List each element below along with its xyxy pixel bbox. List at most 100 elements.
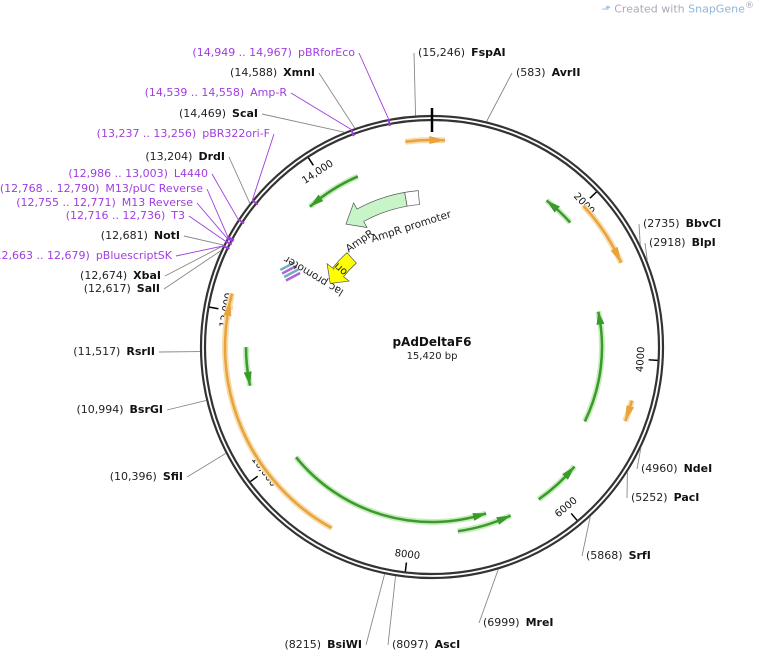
primer-label-amp-r[interactable]: (14,539 .. 14,558)Amp-R — [145, 86, 287, 99]
enzyme-label-asci[interactable]: (8097)AscI — [392, 638, 460, 651]
enzyme-label-noti[interactable]: (12,681)NotI — [101, 229, 180, 242]
enzyme-label-scai[interactable]: (14,469)ScaI — [179, 107, 258, 120]
primer-site-mark — [237, 218, 245, 225]
tick-mark — [648, 359, 658, 362]
enzyme-label-blpi[interactable]: (2918) BlpI — [649, 236, 716, 249]
tick-label: 8000 — [394, 548, 421, 562]
enzyme-label-ndei[interactable]: (4960)NdeI — [641, 462, 712, 475]
leader-line — [186, 452, 227, 478]
orf-arrowhead-icon — [223, 300, 232, 317]
site-position: (11,517) — [73, 345, 121, 358]
site-position: (6999) — [483, 616, 520, 629]
site-name: RsrII — [126, 345, 155, 358]
primer-site-mark — [387, 118, 391, 127]
site-name: T3 — [171, 209, 185, 222]
site-name: M13 Reverse — [121, 196, 193, 209]
orf-arrowhead-icon — [562, 466, 575, 480]
tick-mark — [570, 512, 578, 521]
site-name: M13/pUC Reverse — [105, 182, 203, 195]
site-name: BbvCI — [685, 217, 722, 230]
lac-promoter-mark — [285, 271, 301, 282]
leader-line — [290, 92, 352, 130]
primer-label-t3[interactable]: (12,716 .. 12,736)T3 — [66, 209, 185, 222]
leader-line — [261, 113, 345, 133]
tick-mark — [404, 562, 408, 572]
primer-site-mark — [226, 237, 234, 243]
site-name: XbaI — [133, 269, 161, 282]
site-name: pBRforEco — [297, 46, 355, 59]
enzyme-label-drdi[interactable]: (13,204)DrdI — [145, 150, 225, 163]
leader-line — [478, 569, 499, 624]
orf-arrowhead-icon — [596, 311, 605, 325]
site-position: (15,246) — [418, 46, 466, 59]
leader-line — [358, 52, 389, 120]
leader-line — [638, 223, 641, 245]
leader-line — [413, 52, 417, 116]
site-position: (13,204) — [145, 150, 193, 163]
enzyme-label-sfii[interactable]: (10,396)SfiI — [110, 470, 183, 483]
site-position: (10,994) — [76, 403, 124, 416]
orf-arrowhead-icon — [429, 136, 445, 145]
enzyme-label-xmni[interactable]: (14,588)XmnI — [230, 66, 315, 79]
enzyme-label-mrei[interactable]: (6999)MreI — [483, 616, 554, 629]
primer-label-pbrforeco[interactable]: (14,949 .. 14,967)pBRforEco — [192, 46, 355, 59]
tick-label: 6000 — [553, 495, 580, 520]
site-position: (12,755 .. 12,771) — [16, 196, 116, 209]
primer-label-pbr322ori-f[interactable]: (13,237 .. 13,256) pBR322ori-F — [97, 127, 270, 140]
site-position: (13,237 .. 13,256) — [96, 127, 197, 140]
leader-line — [196, 202, 228, 239]
site-name: SalI — [136, 282, 160, 295]
tick-label: 4000 — [635, 346, 647, 372]
leader-line — [166, 400, 207, 411]
primer-label-m13-puc-reverse[interactable]: (12,768 .. 12,790)M13/pUC Reverse — [0, 182, 203, 195]
leader-line — [387, 576, 397, 646]
site-name: BlpI — [691, 236, 716, 249]
enzyme-label-rsrii[interactable]: (11,517) RsrII — [73, 345, 155, 358]
site-name: AscI — [434, 638, 461, 651]
orf-arrowhead-icon — [546, 200, 560, 213]
primer-site-mark — [251, 199, 259, 206]
site-position: (2735) — [643, 217, 680, 230]
orf-arc — [295, 456, 487, 524]
site-position: (8215) — [284, 638, 322, 651]
tick-mark — [209, 306, 219, 310]
ampr-promoter-label: AmpR promoter — [370, 208, 454, 245]
leader-line — [636, 447, 642, 470]
leader-line — [211, 173, 239, 220]
site-name: FspAI — [471, 46, 506, 59]
ori-feature — [326, 252, 357, 284]
snapgene-logo-icon: ⬏ — [601, 2, 611, 16]
site-name: NdeI — [683, 462, 713, 475]
enzyme-label-bsiwi[interactable]: (8215) BsiWI — [284, 638, 362, 651]
site-position: (14,588) — [230, 66, 278, 79]
site-position: (12,674) — [80, 269, 128, 282]
primer-site-mark — [225, 240, 233, 246]
leader-line — [163, 250, 222, 290]
primer-label-pbluescriptsk[interactable]: (12,663 .. 12,679)pBluescriptSK — [0, 249, 172, 262]
enzyme-label-avrii[interactable]: (583)AvrII — [516, 66, 581, 79]
lac-promoter-mark — [281, 264, 297, 275]
site-position: (14,469) — [178, 107, 227, 120]
enzyme-label-bbvci[interactable]: (2735) BbvCI — [643, 217, 721, 230]
snapgene-credit: ⬏ Created with SnapGene® — [601, 0, 754, 16]
orf-arrowhead-icon — [610, 246, 622, 263]
leader-line — [644, 242, 648, 261]
leader-line — [486, 72, 513, 122]
primer-site-mark — [222, 245, 230, 250]
orf-arc — [223, 293, 333, 530]
site-name: BsiWI — [327, 638, 362, 651]
orf-arrowhead-icon — [243, 371, 252, 386]
enzyme-label-srfi[interactable]: (5868)SrfI — [586, 549, 651, 562]
enzyme-label-fspai[interactable]: (15,246) FspAI — [418, 46, 506, 59]
enzyme-label-bsrgi[interactable]: (10,994)BsrGI — [76, 403, 163, 416]
site-position: (583) — [516, 66, 546, 79]
enzyme-label-sali[interactable]: (12,617)SalI — [84, 282, 160, 295]
site-position: (2918) — [649, 236, 686, 249]
site-name: pBR322ori-F — [202, 127, 270, 140]
enzyme-label-paci[interactable]: (5252)PacI — [631, 491, 699, 504]
primer-label-m13-reverse[interactable]: (12,755 .. 12,771) M13 Reverse — [16, 196, 193, 209]
primer-label-l4440[interactable]: (12,986 .. 13,003)L4440 — [68, 167, 208, 180]
enzyme-label-xbai[interactable]: (12,674) XbaI — [80, 269, 161, 282]
orf-glow — [222, 292, 334, 531]
